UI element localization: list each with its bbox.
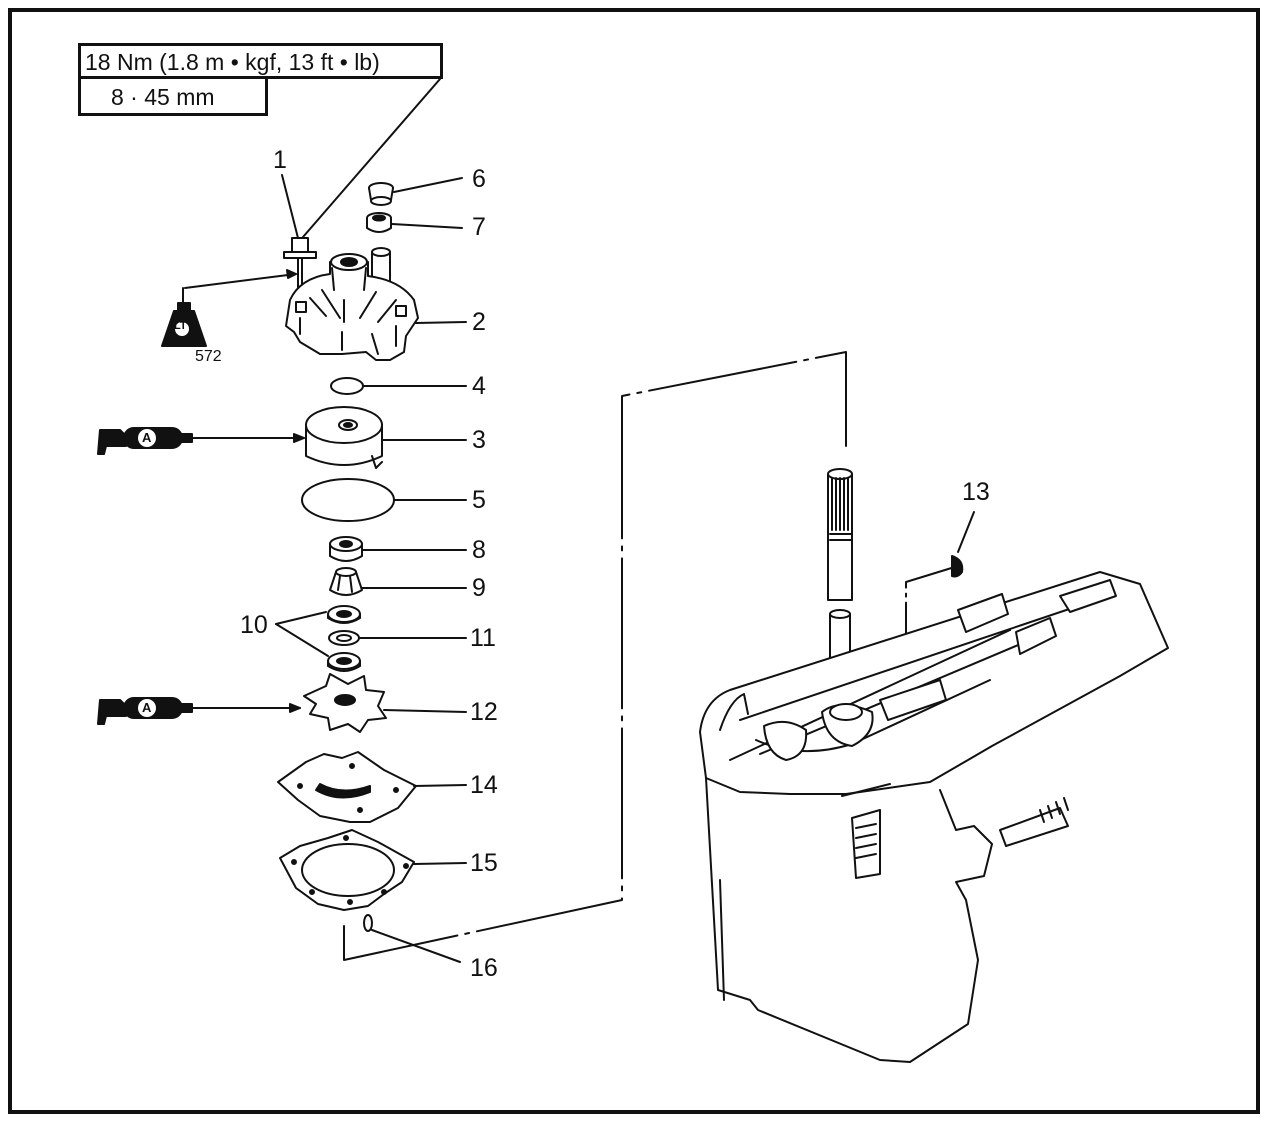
leader-13: [957, 511, 975, 553]
torque-spec-box: 18 Nm (1.8 m • kgf, 13 ft • lb): [78, 43, 443, 79]
leader-2: [415, 321, 467, 324]
leader-6: [393, 177, 463, 193]
callout-12: 12: [470, 698, 498, 726]
sealant-symbol-label: LT: [174, 320, 187, 332]
leader-12: [383, 709, 467, 713]
woodruff-key-part: [951, 555, 964, 578]
bolt-size-box: 8 · 45 mm: [78, 76, 268, 116]
cap-part: [329, 567, 363, 596]
lower-unit-casing: [699, 571, 1169, 1063]
grease-symbol-top: A: [142, 430, 152, 445]
leader-1: [281, 174, 299, 239]
dowel-pin-part: [363, 914, 373, 932]
washer-part-upper: [327, 605, 361, 624]
callout-6: 6: [472, 165, 486, 193]
leader-10a: [275, 611, 327, 625]
callout-8: 8: [472, 536, 486, 564]
grommet-part: [368, 182, 394, 206]
torque-leader-line: [302, 78, 441, 238]
sealant-bottle-icon: [161, 287, 207, 347]
leader-14: [413, 784, 467, 787]
leader-16: [371, 929, 461, 963]
assembly-line-main: [343, 351, 847, 961]
grease-symbol-bottom: A: [142, 700, 152, 715]
outer-plate-part: [277, 751, 417, 823]
bushing-part: [329, 536, 363, 562]
large-o-ring-part: [301, 478, 395, 522]
leader-15: [413, 862, 467, 865]
callout-5: 5: [472, 486, 486, 514]
pump-housing-part: [285, 247, 419, 361]
sealant-code-label: 572: [195, 348, 222, 365]
callout-7: 7: [472, 213, 486, 241]
callout-16: 16: [470, 954, 498, 982]
impeller-part: [303, 673, 387, 733]
leader-7: [391, 223, 463, 229]
callout-10: 10: [240, 611, 268, 639]
sealant-arrow-head: [286, 269, 297, 279]
grease-gun-icon-bottom: [97, 697, 193, 725]
grease-arrow-head-top: [293, 433, 305, 443]
callout-1: 1: [273, 146, 287, 174]
callout-15: 15: [470, 849, 498, 877]
leader-10b: [275, 623, 329, 657]
callout-2: 2: [472, 308, 486, 336]
sealant-arrow-line: [184, 273, 297, 289]
callout-14: 14: [470, 771, 498, 799]
washer-part-lower: [327, 652, 361, 672]
callout-13: 13: [962, 478, 990, 506]
callout-3: 3: [472, 426, 486, 454]
small-o-ring-part: [330, 377, 364, 395]
callout-4: 4: [472, 372, 486, 400]
callout-11: 11: [470, 624, 496, 652]
insert-cartridge-part: [305, 406, 383, 469]
seal-part: [366, 212, 392, 233]
grease-gun-icon-top: [97, 427, 193, 455]
washer-part-middle: [328, 630, 360, 646]
gasket-part: [279, 829, 415, 911]
grease-arrow-head-bottom: [289, 703, 301, 713]
diagram-frame: [8, 8, 1260, 1114]
callout-9: 9: [472, 574, 486, 602]
